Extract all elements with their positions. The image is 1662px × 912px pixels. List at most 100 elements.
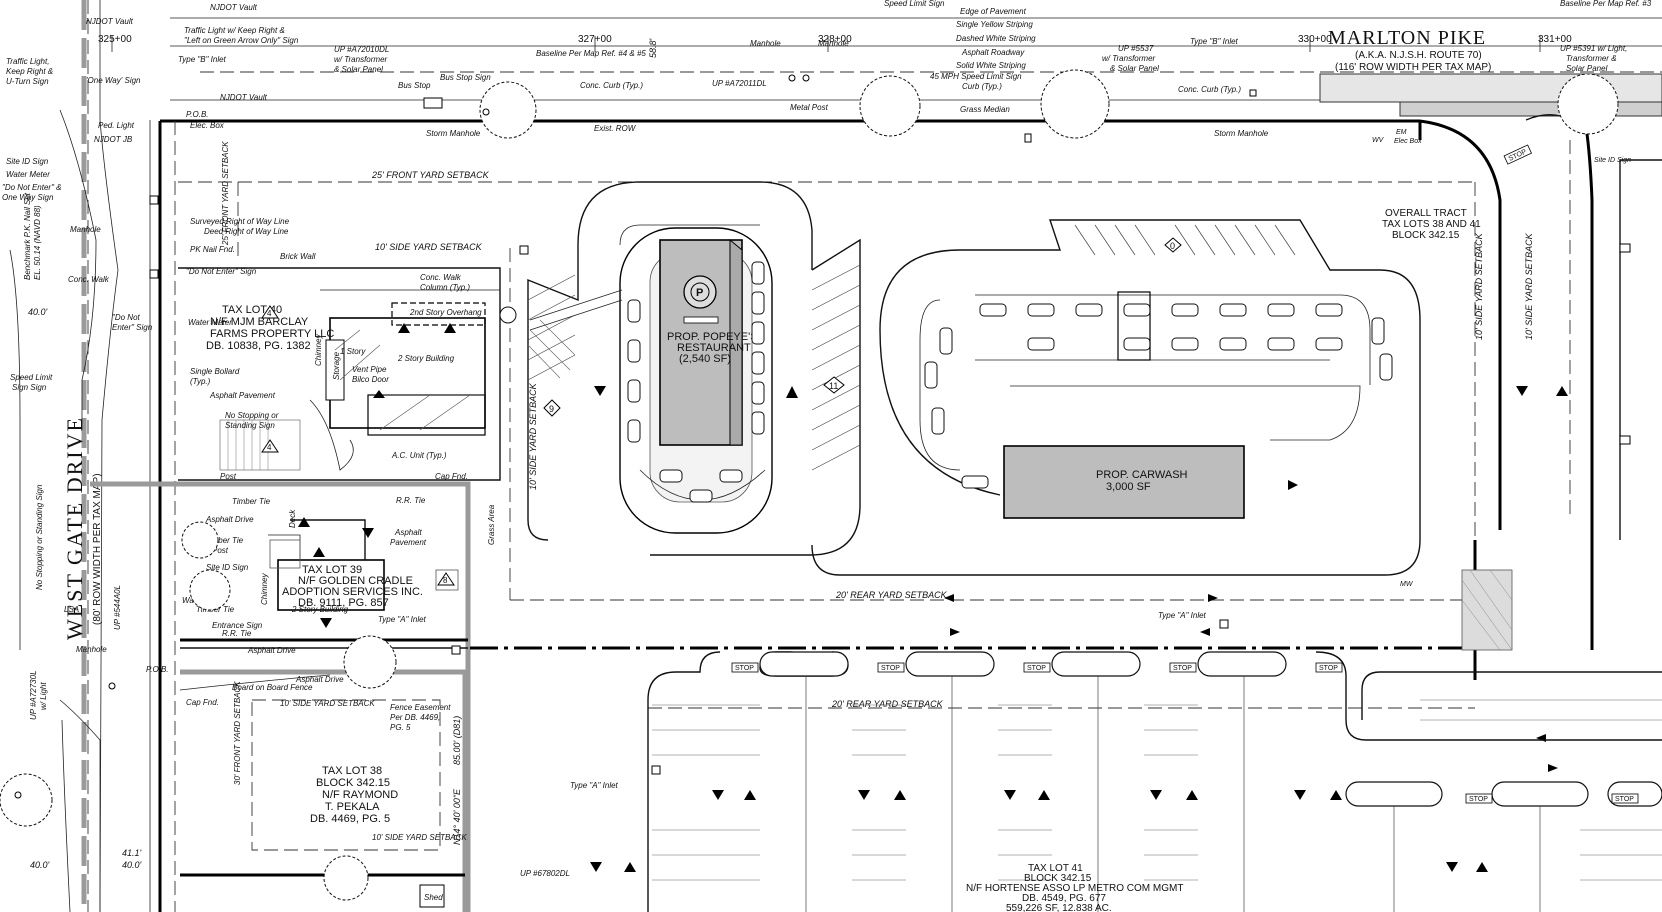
station-label: 325+00 bbox=[98, 34, 132, 45]
label-post: Post bbox=[220, 472, 237, 481]
side-setback-label-b: 10' SIDE YARD SETBACK bbox=[375, 242, 483, 252]
label-up-d: UP #5391 w/ Light, bbox=[1560, 44, 1627, 53]
label-storage: Storage bbox=[332, 351, 341, 380]
label-surveyed-row: Surveyed Right of Way Line bbox=[190, 217, 290, 226]
label-front-setback-lot38: 30' FRONT YARD SETBACK bbox=[233, 681, 242, 785]
label-elec-box: Elec. Box bbox=[190, 121, 225, 130]
label-asphalt-pavement: Asphalt Pavement bbox=[209, 391, 276, 400]
side-setback-label-d: 10' SIDE YARD SETBACK bbox=[1474, 232, 1484, 340]
station-label: 327+00 bbox=[578, 34, 612, 45]
lot39-label-3: ADOPTION SERVICES INC. bbox=[282, 586, 423, 598]
stall-count-marker bbox=[543, 399, 561, 417]
label-exist-row: Exist. ROW bbox=[594, 124, 637, 133]
label-dim-85: 85.00' (D81) bbox=[452, 716, 462, 765]
label-manhole-b: Manhole bbox=[818, 39, 849, 48]
stop-label: STOP bbox=[1615, 796, 1634, 803]
side-setback-label-e: 10' SIDE YARD SETBACK bbox=[1524, 232, 1534, 340]
popeyes-label-1: PROP. POPEYE'S bbox=[667, 331, 758, 343]
label-up-a: UP #A72010DL bbox=[334, 45, 389, 54]
label-pk-nail: PK Nail Fnd. bbox=[190, 245, 235, 254]
label-dim-40c: 40.0' bbox=[122, 860, 142, 870]
lot39-label-1: TAX LOT 39 bbox=[302, 564, 362, 576]
label-ped-light: Ped. Light bbox=[98, 121, 135, 130]
label-em: EM bbox=[1396, 129, 1407, 136]
stop-label: STOP bbox=[881, 665, 900, 672]
tax-lot-40-parcel bbox=[178, 267, 501, 481]
label-no-stopping: No Stopping or bbox=[225, 411, 279, 420]
utility-symbols bbox=[14, 74, 1631, 799]
station-label: 331+00 bbox=[1538, 34, 1572, 45]
label-single-yellow: Single Yellow Striping bbox=[956, 20, 1033, 29]
label-asphalt-drive-c: Asphalt Drive bbox=[295, 675, 344, 684]
west-gate-row-width: (80' ROW WIDTH PER TAX MAP) bbox=[92, 473, 103, 625]
carwash-queue-cars bbox=[924, 291, 1393, 489]
lot-marker-number: 8 bbox=[443, 576, 448, 585]
label-asphalt-roadway: Asphalt Roadway bbox=[961, 48, 1025, 57]
carwash-label-2: 3,000 SF bbox=[1106, 481, 1151, 493]
front-setback-label-v: 25' FRONT YARD SETBACK bbox=[221, 141, 230, 246]
stop-label: STOP bbox=[1319, 665, 1338, 672]
label-one-way: 'One Way' Sign bbox=[86, 76, 141, 85]
label-rr-tie-b: R.R. Tie bbox=[396, 496, 426, 505]
label-pavement: Pavement bbox=[390, 538, 427, 547]
label-pob-a: P.O.B. bbox=[186, 110, 209, 119]
carwash-building bbox=[1003, 445, 1245, 519]
label-eb: Elec Box bbox=[1394, 138, 1422, 145]
lot40-label-4: DB. 10838, PG. 1382 bbox=[206, 340, 311, 352]
label-timber-tie-b: Timber Tie bbox=[205, 536, 244, 545]
label-manhole-d: Manhole bbox=[76, 645, 107, 654]
label-board-fence: Board on Board Fence bbox=[232, 683, 313, 692]
tax-lot-38-parcel bbox=[179, 669, 468, 912]
label-grass-median: Grass Median bbox=[960, 105, 1010, 114]
label-ac-unit: A.C. Unit (Typ.) bbox=[391, 451, 447, 460]
label-speed-limit: Speed Limit Sign bbox=[884, 0, 945, 8]
lot-marker bbox=[261, 439, 279, 453]
lot-marker-number: 4 bbox=[267, 443, 272, 452]
tax-lot-39-parcel bbox=[180, 517, 468, 649]
stop-label: STOP bbox=[735, 665, 754, 672]
label-manhole-c: Manhole bbox=[70, 225, 101, 234]
label-type-b-inlet-b: Type "B" Inlet bbox=[1190, 37, 1239, 46]
label-up-f2: w/ Light bbox=[39, 682, 48, 710]
label-bearing: N14° 40' 00"E bbox=[452, 788, 462, 845]
label-water-meter-a: Water Meter bbox=[6, 170, 50, 179]
drive-thru-cars bbox=[627, 261, 765, 503]
side-setback-label-c: 10' SIDE YARD SETBACK bbox=[528, 382, 538, 490]
road-name-west-gate-drive: WEST GATE DRIVE bbox=[62, 416, 87, 640]
label-storm-mh-a: Storm Manhole bbox=[426, 129, 481, 138]
lot40-label-2: N/F MJM BARCLAY bbox=[210, 316, 309, 328]
stall-count-marker bbox=[1164, 237, 1182, 253]
label-curb-typ: Curb (Typ.) bbox=[962, 82, 1002, 91]
label-up-a2: w/ Transformer bbox=[334, 55, 388, 64]
label-fence-easement-c: PG. 5 bbox=[390, 723, 411, 732]
label-speed-limit-w: Speed Limit bbox=[10, 373, 53, 382]
label-shed: Shed bbox=[424, 893, 443, 902]
label-njdot-vault-c: NJDOT Vault bbox=[220, 93, 268, 102]
label-baseline: Baseline Per Map Ref. #4 & #5 bbox=[536, 49, 646, 58]
lot40-label-3: FARMS PROPERTY LLC bbox=[210, 328, 334, 340]
label-benchmark-2: EL. 50.14 (NAVD 88) bbox=[33, 205, 42, 280]
label-cap-fnd-b: Cap Fnd. bbox=[186, 698, 219, 707]
trees bbox=[0, 69, 1619, 901]
label-standing-sign: Standing Sign bbox=[225, 421, 275, 430]
label-do-not-enter: "Do Not Enter" Sign bbox=[186, 267, 257, 276]
station-label: 330+00 bbox=[1298, 34, 1332, 45]
label-type-a-inlet-c: Type "A" Inlet bbox=[1158, 611, 1207, 620]
lot39-label-4: DB. 9111, PG. 857 bbox=[298, 597, 389, 609]
label-dim-40b: 40.0' bbox=[30, 860, 50, 870]
popeyes-logo-letter: P bbox=[696, 287, 703, 299]
south-parking-field bbox=[470, 540, 1662, 912]
label-up-d3: Solar Panel bbox=[1566, 64, 1608, 73]
label-conc-curb-b: Conc. Curb (Typ.) bbox=[1178, 85, 1241, 94]
label-vent-pipe: Vent Pipe bbox=[352, 365, 387, 374]
label-side-setback-lot38: 10' SIDE YARD SETBACK bbox=[280, 699, 375, 708]
label-traffic-light-w1: Traffic Light, bbox=[6, 57, 49, 66]
lot38-label-4: T. PEKALA bbox=[325, 801, 380, 813]
label-timber-tie: Timber Tie bbox=[232, 497, 271, 506]
road-name-marlton-pike: MARLTON PIKE bbox=[1328, 27, 1486, 49]
label-traffic-light-w2: Keep Right & bbox=[6, 67, 53, 76]
label-fence-easement: Fence Easement bbox=[390, 703, 451, 712]
popeyes-logo-icon bbox=[683, 275, 717, 309]
label-wv: WV bbox=[1372, 137, 1385, 144]
